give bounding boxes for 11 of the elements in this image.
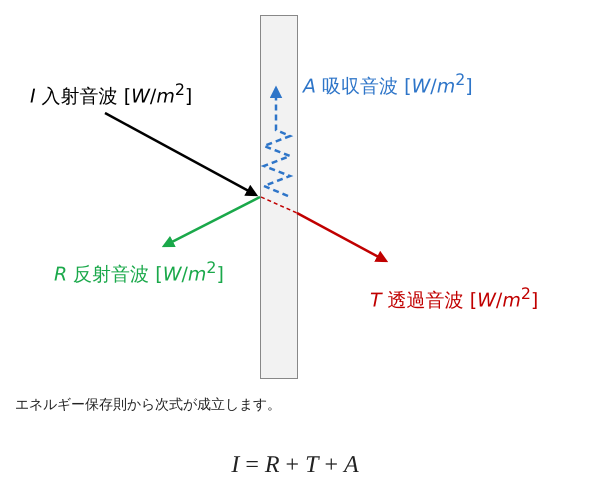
wave-label: R 反射音波 [W/m$^{2}$]: [54, 258, 224, 288]
wave-label: T 透過音波 [W/m$^{2}$]: [370, 284, 538, 314]
arrow: [162, 196, 261, 248]
wave-label: A 吸収音波 [W/m$^{2}$]: [303, 70, 473, 100]
wave-label: I 入射音波 [W/m$^{2}$]: [30, 80, 192, 110]
arrow: [296, 212, 388, 262]
arrow: [260, 86, 294, 198]
note-text: エネルギー保存則から次式が成立します。: [15, 396, 281, 414]
energy-equation: I = R + T + A: [231, 452, 359, 479]
wall-panel: [260, 15, 298, 379]
arrow: [104, 112, 258, 196]
